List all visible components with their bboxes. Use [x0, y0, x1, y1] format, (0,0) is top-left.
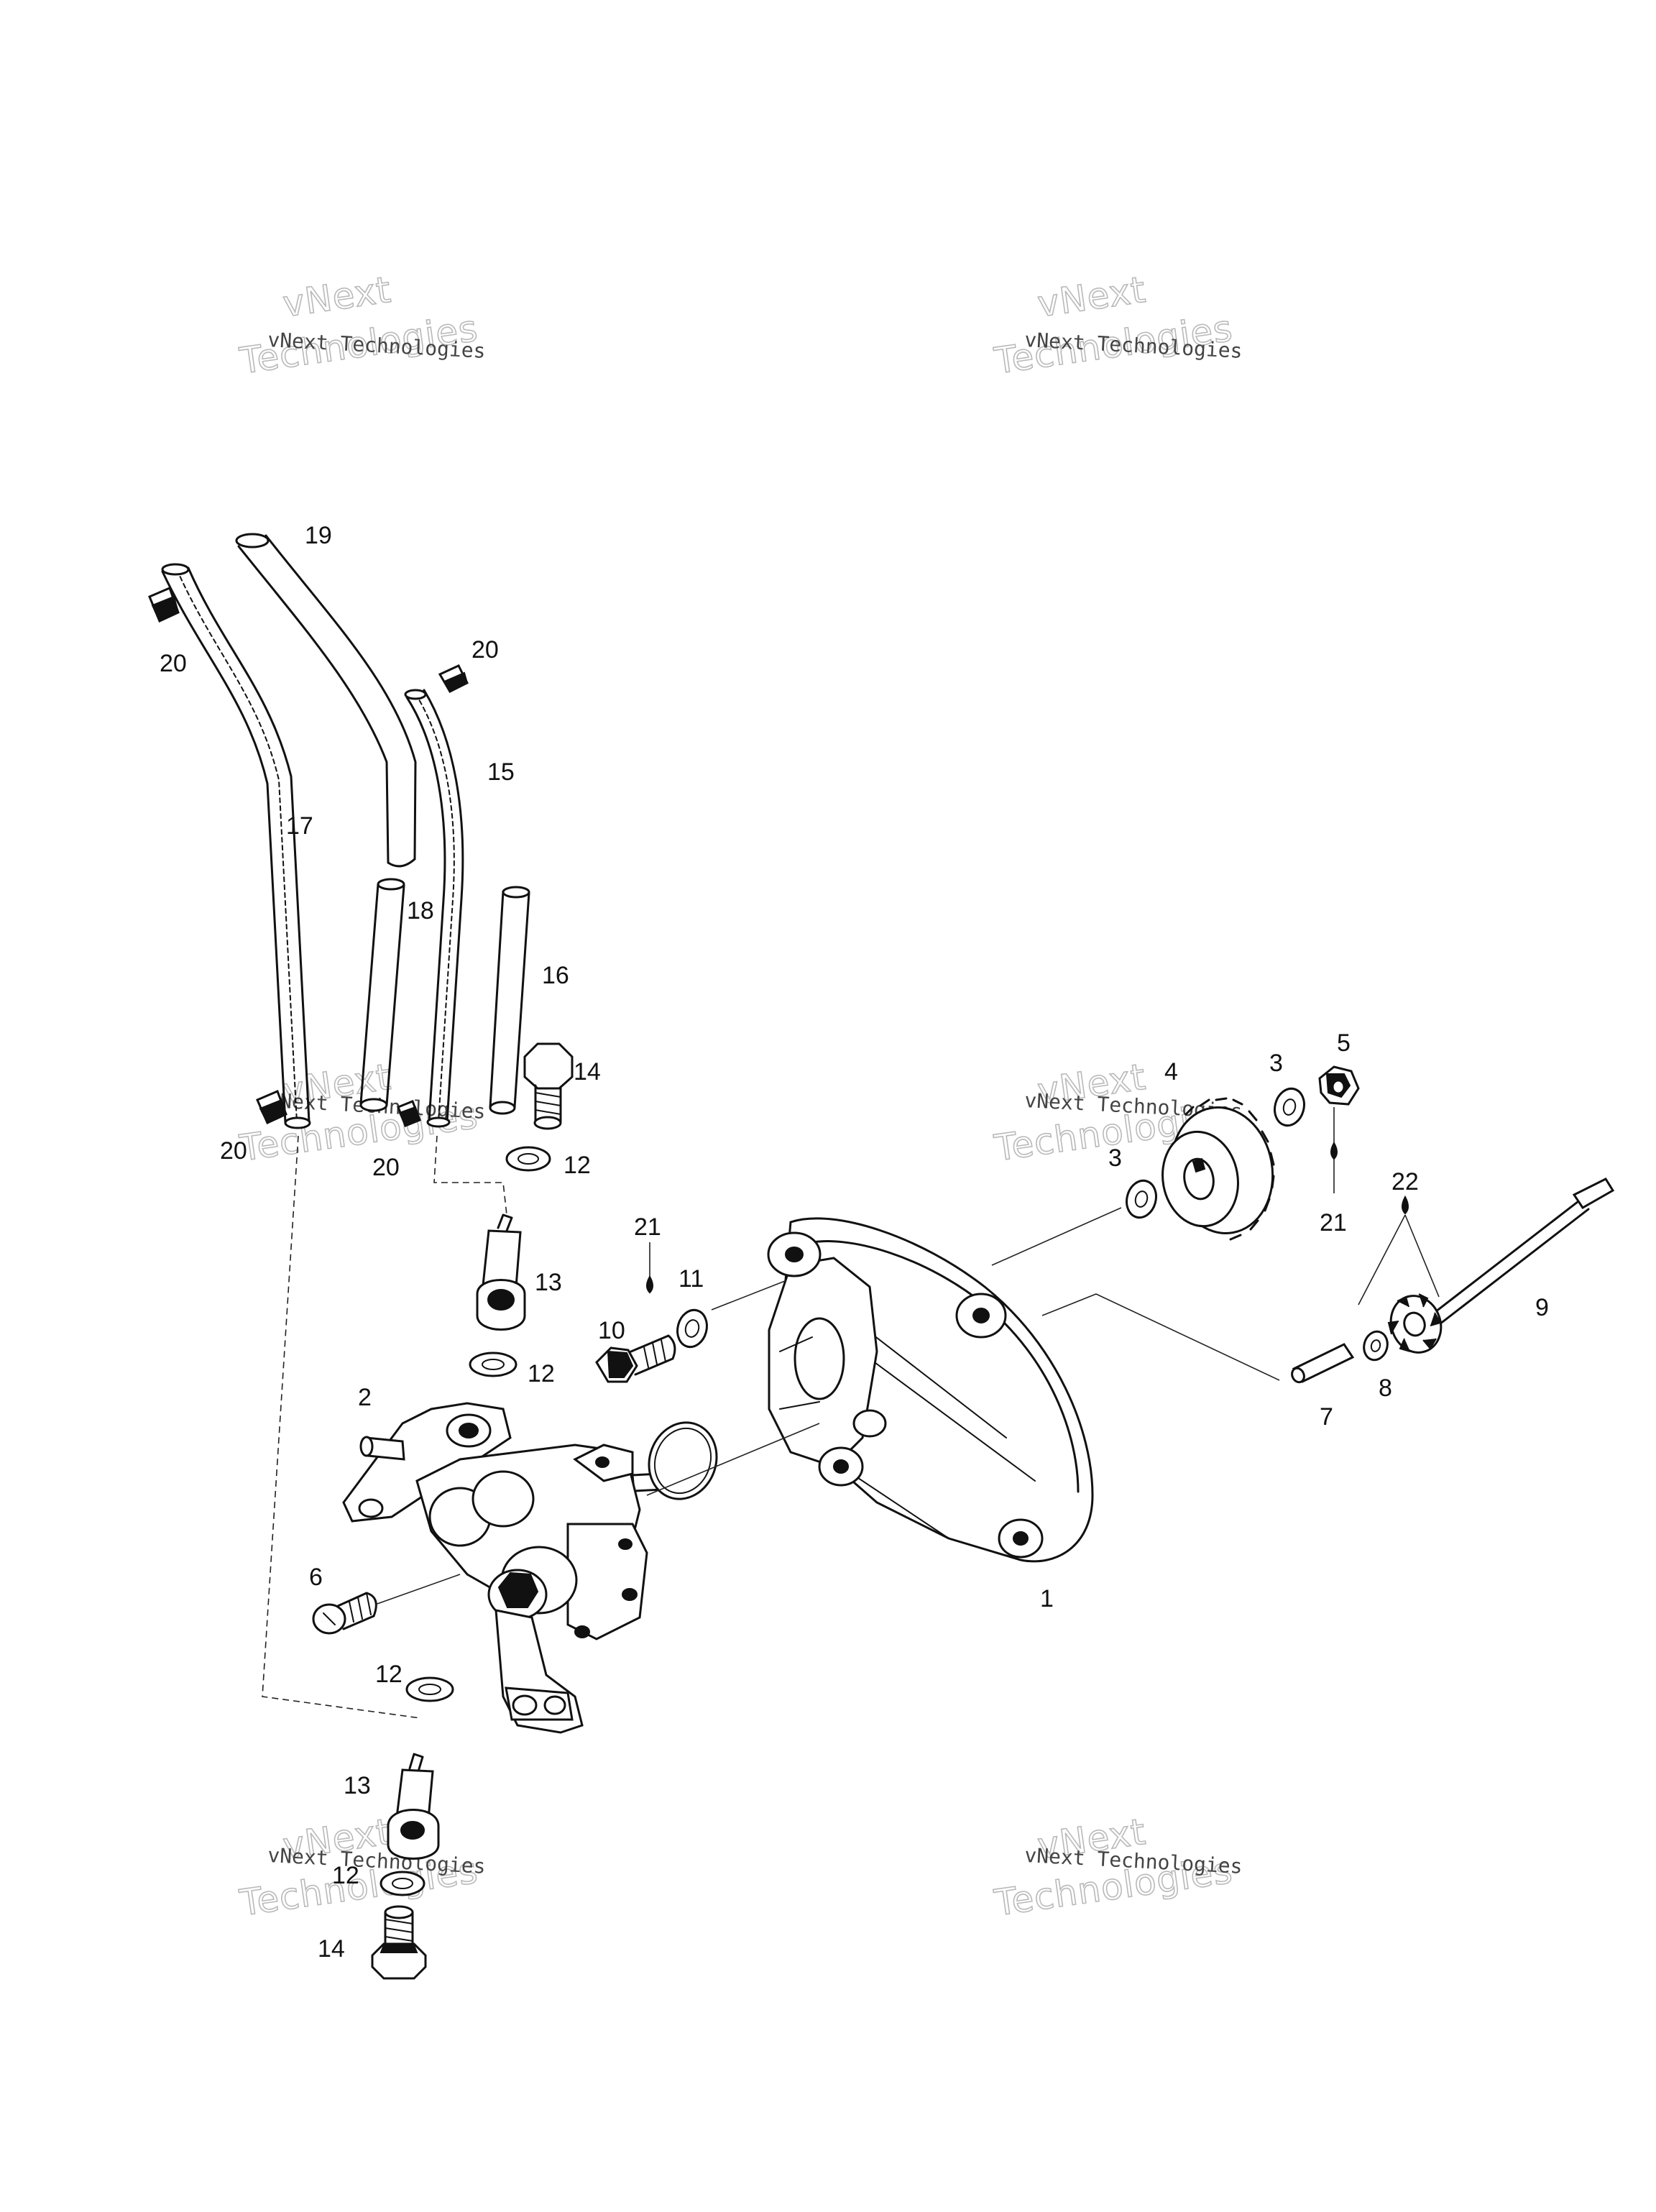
clamp-20-top-left	[148, 586, 180, 623]
callout-22: 22	[1392, 1168, 1419, 1196]
callout-16: 16	[542, 962, 569, 989]
callout-3-outer: 3	[1269, 1050, 1283, 1077]
callout-14-upper: 14	[574, 1058, 601, 1086]
leader-screw-6	[374, 1574, 461, 1605]
callout-12-lower-b: 12	[332, 1862, 359, 1889]
fitting-13-lower	[387, 1753, 440, 1860]
watermark-top-right: vNext Technologies	[991, 268, 1236, 382]
callout-10: 10	[598, 1317, 625, 1344]
watermark-big-line1: vNext	[280, 269, 394, 325]
nut-5	[1318, 1065, 1360, 1106]
callout-20-lower-left: 20	[220, 1137, 247, 1165]
callout-20-lower-right: 20	[372, 1154, 400, 1181]
drive-gear-22	[1387, 1293, 1443, 1354]
washer-11	[676, 1308, 708, 1349]
oil-pump-2	[342, 1402, 668, 1734]
leader-washer-11	[711, 1280, 786, 1311]
washer-3-outer	[1274, 1087, 1305, 1127]
washer-12-lower-b	[380, 1871, 426, 1896]
callout-13-lower: 13	[344, 1772, 371, 1799]
sealant-drop-22	[1402, 1195, 1409, 1215]
gear-4	[1162, 1097, 1275, 1241]
sealant-drop-21-left	[646, 1242, 653, 1294]
callout-20-top-left: 20	[160, 650, 187, 677]
callout-21-left: 21	[634, 1213, 661, 1241]
watermark-top-left: vNext Technologies	[236, 268, 482, 382]
clamp-20-lower-right	[397, 1100, 421, 1127]
callout-8: 8	[1379, 1375, 1392, 1402]
leader-gear-axis	[991, 1207, 1122, 1266]
callout-17: 17	[286, 812, 313, 840]
routing-line-left	[262, 1135, 421, 1719]
washer-8	[1363, 1330, 1389, 1362]
leader-pump-to-cover	[646, 1423, 820, 1496]
callout-6: 6	[309, 1564, 323, 1591]
washer-12-upper	[505, 1146, 551, 1172]
clamp-20-lower-left	[256, 1090, 288, 1125]
clamp-20-top-right	[438, 664, 469, 693]
shaft-9	[1417, 1178, 1615, 1337]
hose-18	[359, 878, 405, 1112]
bolt-10	[595, 1334, 676, 1383]
washer-12-middle	[469, 1351, 518, 1377]
callout-12-upper: 12	[564, 1152, 591, 1179]
callout-20-top-right: 20	[472, 636, 499, 664]
fitting-13-upper	[476, 1213, 526, 1331]
callout-2: 2	[358, 1384, 372, 1411]
callout-15: 15	[487, 758, 515, 786]
leader-gear-22	[1358, 1214, 1440, 1305]
callout-11: 11	[678, 1265, 704, 1293]
banjo-bolt-14-lower	[371, 1905, 427, 1980]
housing-cover-1	[767, 1217, 1094, 1563]
callout-19: 19	[305, 522, 332, 549]
callout-12-lower-a: 12	[375, 1661, 402, 1688]
callout-13-upper: 13	[535, 1269, 562, 1296]
o-ring	[648, 1421, 718, 1500]
svg-text:vNext: vNext	[1035, 269, 1149, 325]
hose-17	[161, 563, 311, 1129]
callout-3-inner: 3	[1108, 1144, 1122, 1172]
washer-12-lower-a	[405, 1676, 454, 1702]
callout-21-right: 21	[1320, 1209, 1347, 1236]
callout-7: 7	[1320, 1403, 1333, 1431]
callout-4: 4	[1164, 1058, 1178, 1086]
banjo-bolt-14-upper	[523, 1042, 574, 1130]
leader-pin-7	[1041, 1293, 1280, 1381]
sealant-drop-21-right	[1330, 1107, 1338, 1193]
hose-19	[235, 533, 417, 868]
routing-line-middle	[433, 1135, 507, 1216]
pin-7	[1291, 1343, 1355, 1384]
callout-1: 1	[1040, 1585, 1054, 1612]
callout-18: 18	[407, 897, 434, 924]
washer-3-inner	[1126, 1179, 1157, 1219]
callout-5: 5	[1337, 1029, 1351, 1057]
callout-14-lower: 14	[318, 1935, 345, 1963]
hose-15	[404, 689, 464, 1128]
callout-12-middle: 12	[528, 1360, 555, 1387]
screw-6	[312, 1592, 377, 1635]
hose-16	[489, 886, 530, 1115]
callout-9: 9	[1535, 1294, 1549, 1321]
